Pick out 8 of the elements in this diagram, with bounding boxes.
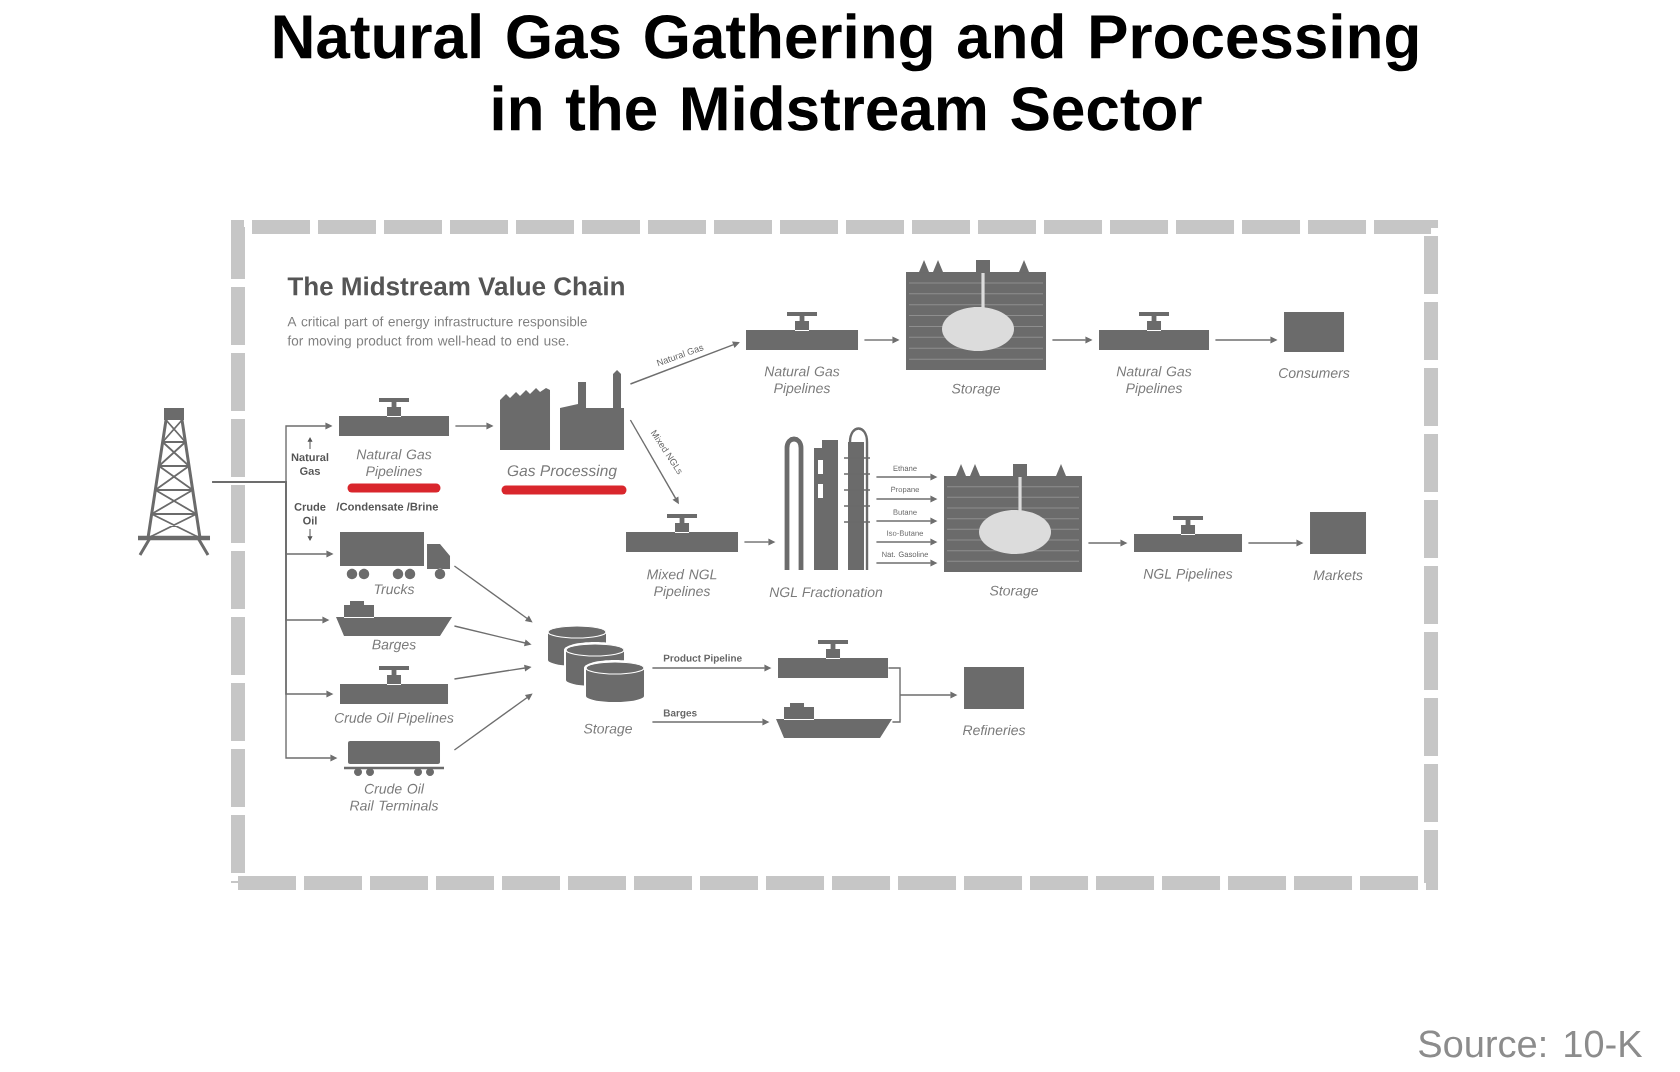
heading: The Midstream Value Chain [287, 276, 624, 296]
arrow [629, 341, 740, 385]
source-note: Source: 10-K [1419, 1030, 1643, 1058]
oil-derrick-icon [138, 408, 210, 557]
pipeline-icon [778, 640, 888, 678]
barge-icon [776, 703, 892, 738]
title: Natural Gas Gathering and Processing in the Midstream Sector [274, 13, 1418, 131]
arrow [453, 565, 533, 623]
